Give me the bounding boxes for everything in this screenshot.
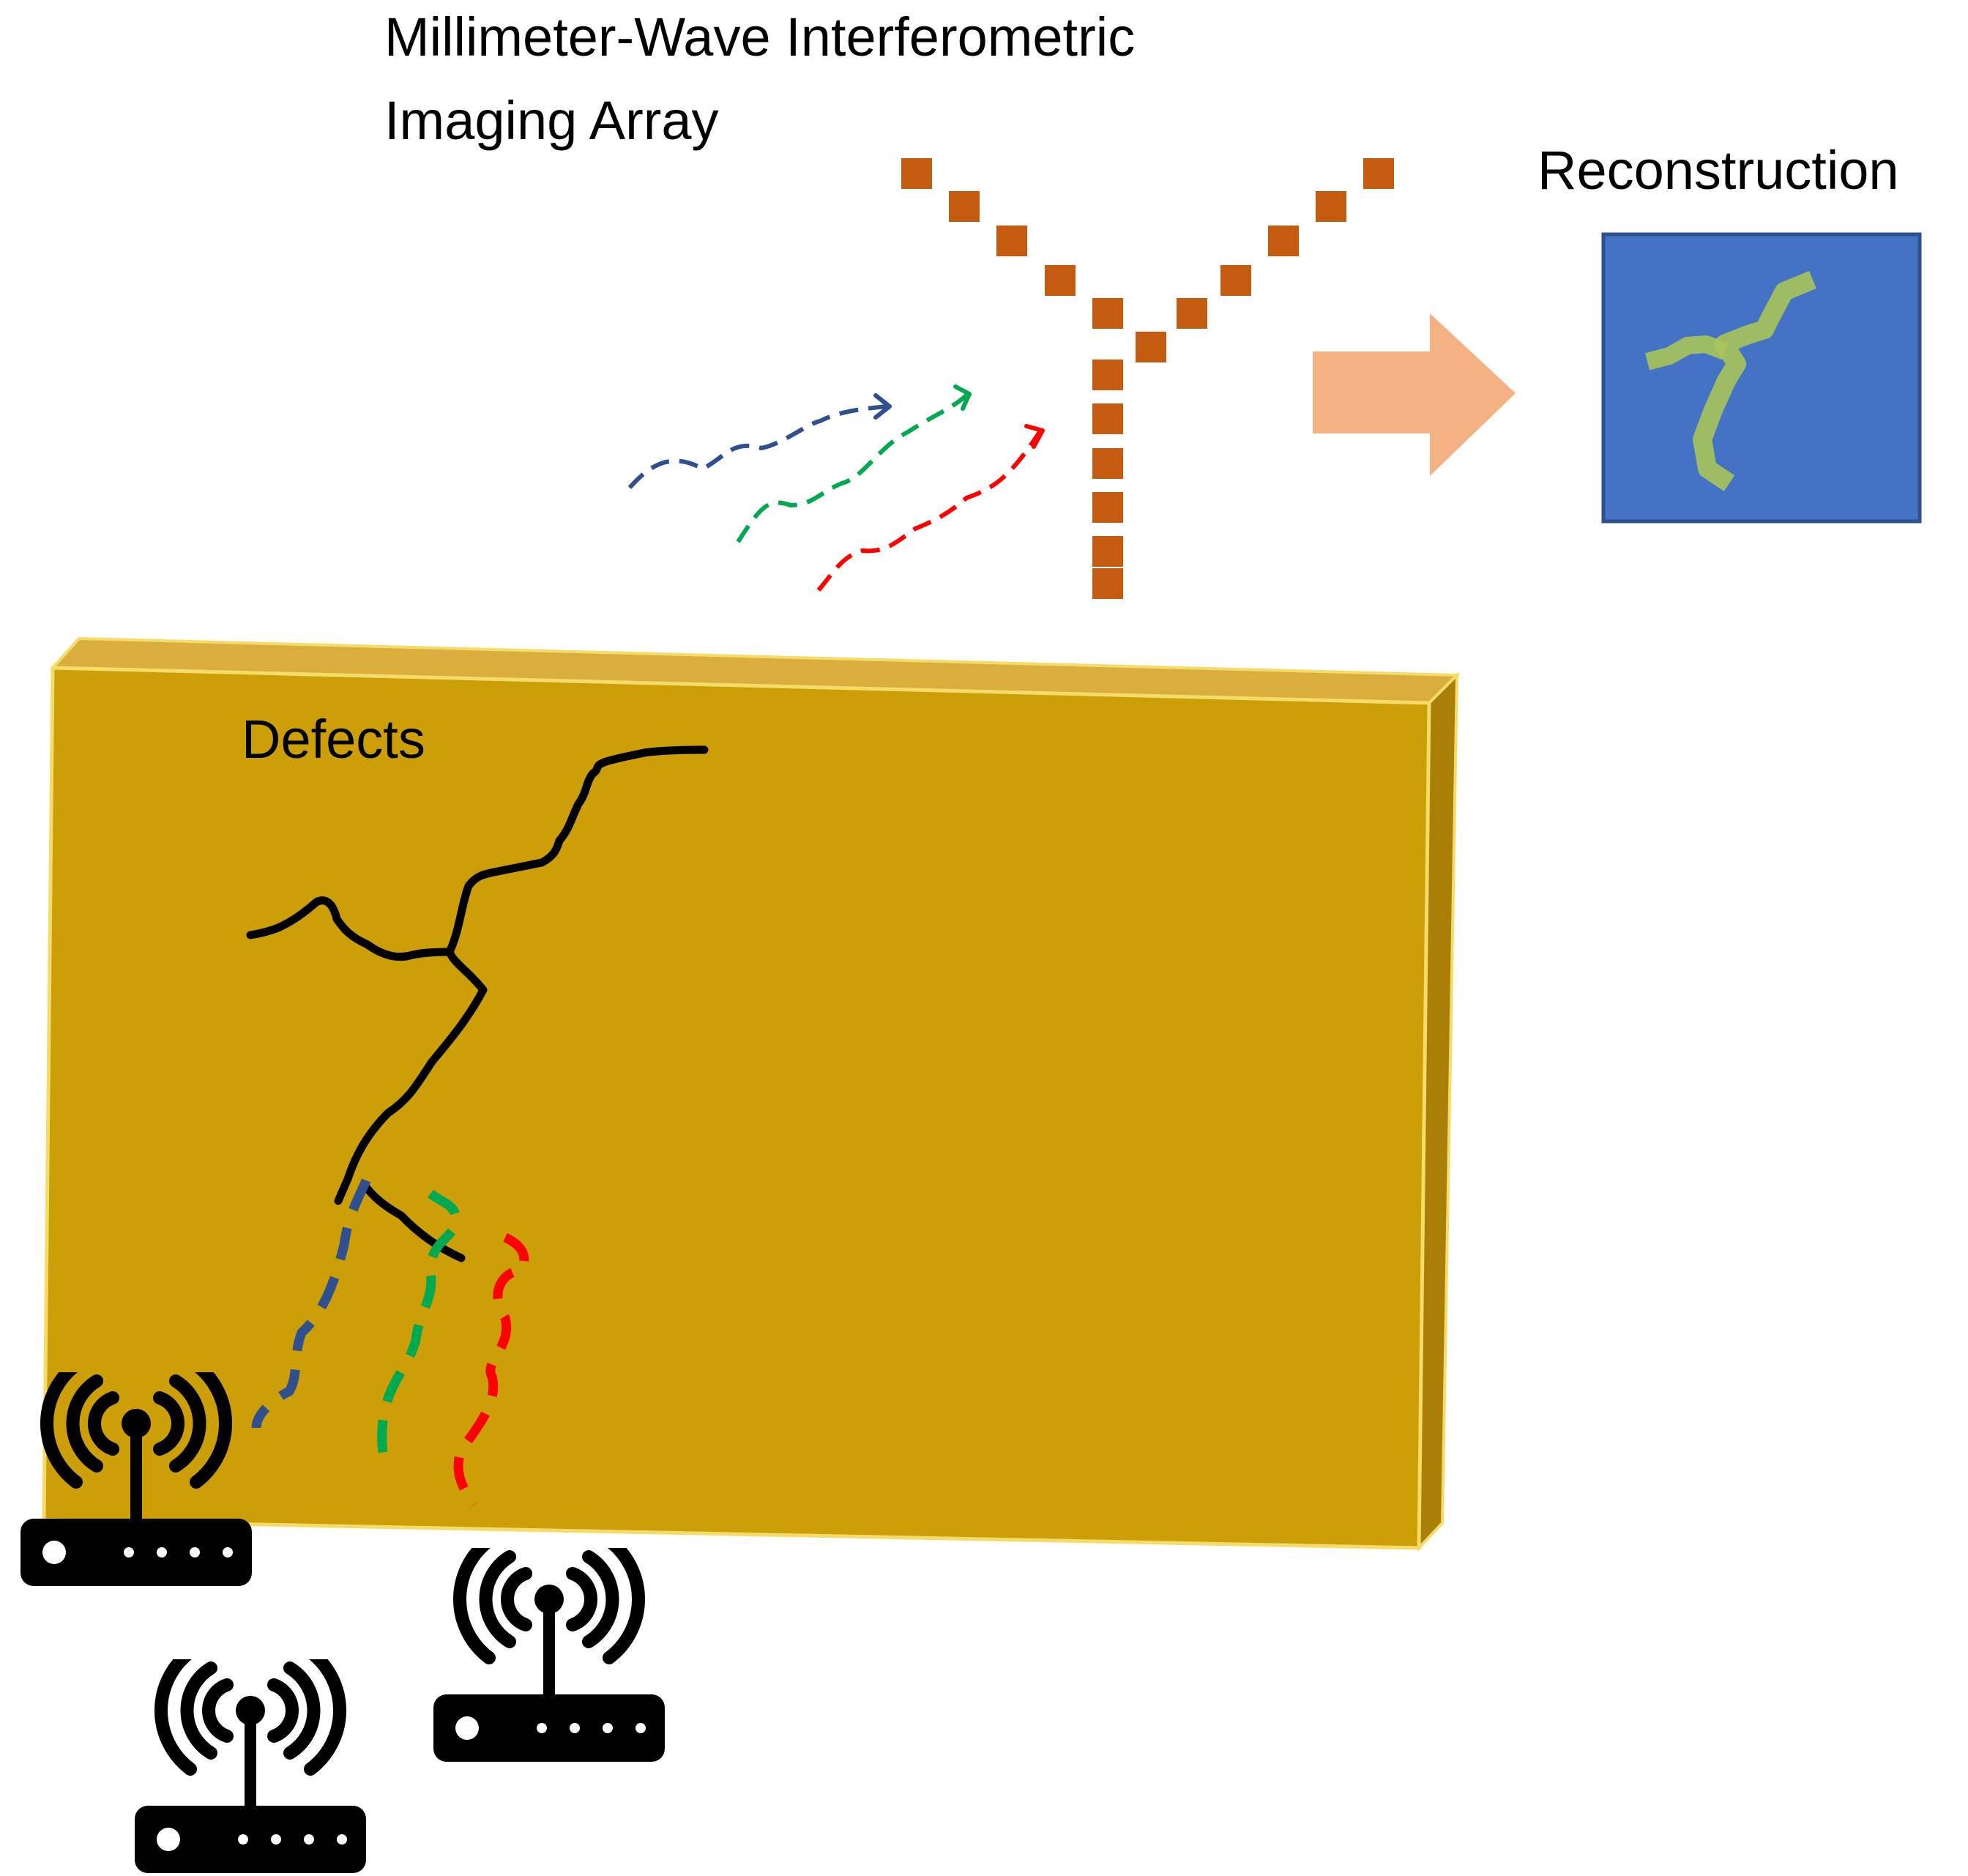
wave-blue-out (627, 404, 887, 489)
wave-arrowheads (873, 384, 1045, 449)
slab-front-face (42, 666, 1431, 1550)
antenna-element (1363, 158, 1394, 189)
antenna-element (1092, 403, 1123, 434)
reconstruction-background (1601, 232, 1922, 524)
defects-label: Defects (242, 709, 425, 770)
reconstruction-label: Reconstruction (1538, 140, 1899, 201)
reconstructed-defect (1693, 270, 1816, 491)
wave-green-out (736, 393, 969, 543)
antenna-element (949, 191, 980, 222)
router-icon (433, 1541, 665, 1762)
array-title-line2: Imaging Array (384, 90, 719, 151)
antenna-element (1177, 298, 1207, 329)
antenna-element (1092, 448, 1123, 479)
arrowhead-blue (873, 393, 892, 420)
antenna-element (1136, 332, 1166, 362)
arrowhead-red (1024, 424, 1045, 449)
antenna-element (1092, 568, 1123, 599)
wave-red-out (816, 431, 1042, 592)
arrowhead-green (953, 384, 972, 411)
antenna-element (996, 226, 1027, 256)
antenna-element (1092, 360, 1123, 390)
antenna-element (1092, 492, 1123, 523)
material-slab (42, 636, 1461, 1552)
wave-blue-in-slab (251, 1178, 371, 1429)
wave-green-in-slab (377, 1189, 461, 1466)
antenna-element (1045, 265, 1076, 296)
reconstructed-branch (1644, 335, 1729, 371)
reconstruction-image (1601, 232, 1922, 524)
output-arrow (1313, 313, 1516, 476)
antenna-element (1092, 298, 1123, 329)
emitted-waves (627, 393, 1042, 592)
antenna-element (1268, 226, 1299, 256)
antenna-array (901, 158, 1394, 599)
scattered-waves (251, 1178, 529, 1508)
antenna-element (1316, 191, 1346, 222)
array-title-line1: Millimeter-Wave Interferometric (384, 7, 1135, 67)
router-icon (135, 1652, 366, 1873)
antenna-element (901, 158, 932, 189)
antenna-element (1092, 536, 1123, 567)
antenna-element (1220, 265, 1251, 296)
